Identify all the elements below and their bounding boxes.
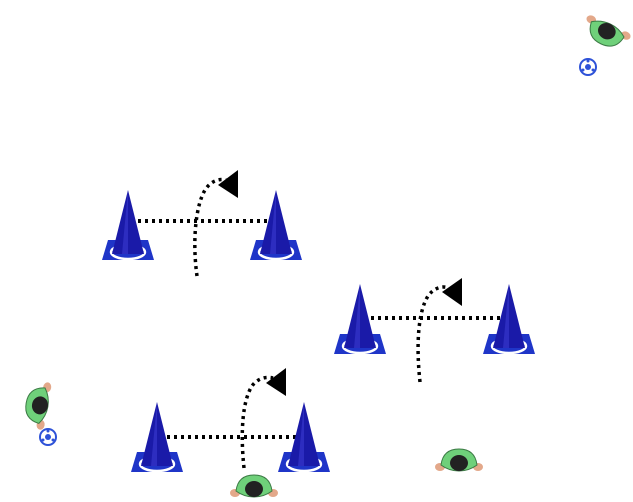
ball — [580, 59, 596, 75]
ball — [40, 429, 56, 445]
